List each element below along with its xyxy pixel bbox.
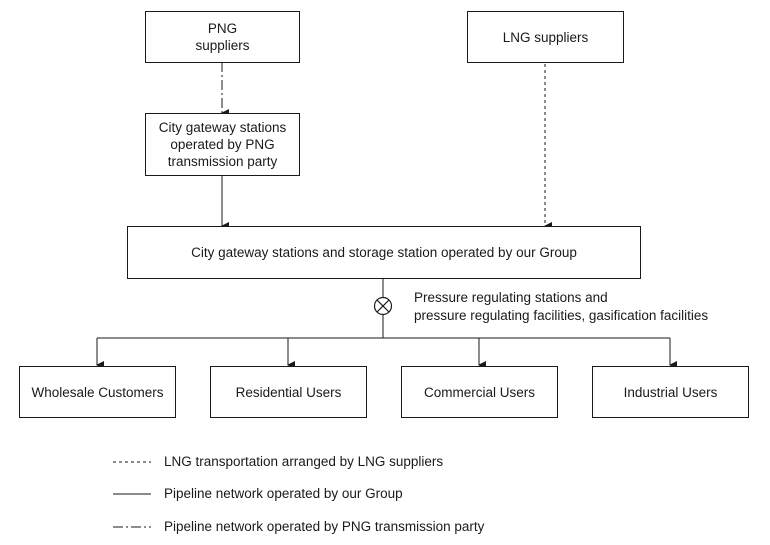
group-station-box: City gateway stations and storage statio… (127, 226, 641, 279)
group-station-label: City gateway stations and storage statio… (191, 245, 577, 260)
lng-suppliers-box: LNG suppliers (467, 11, 624, 63)
city-gateway-png-label: City gateway stations operated by PNG tr… (158, 120, 287, 169)
legend-lng-transport: LNG transportation arranged by LNG suppl… (164, 454, 444, 469)
industrial-users-label: Industrial Users (623, 384, 718, 400)
commercial-users-label: Commercial Users (423, 384, 535, 400)
city-gateway-png-box: City gateway stations operated by PNG tr… (145, 113, 300, 176)
commercial-users-box: Commercial Users (401, 366, 558, 418)
industrial-users-box: Industrial Users (592, 366, 749, 418)
wholesale-customers-label: Wholesale Customers (31, 384, 164, 400)
valve-icon (373, 296, 393, 316)
legend-png-pipeline: Pipeline network operated by PNG transmi… (164, 519, 485, 534)
residential-users-box: Residential Users (210, 366, 367, 418)
png-suppliers-label: PNG suppliers (195, 21, 250, 53)
legend-group-pipeline: Pipeline network operated by our Group (164, 486, 403, 501)
wholesale-customers-box: Wholesale Customers (19, 366, 176, 418)
png-suppliers-box: PNG suppliers (145, 11, 300, 63)
residential-users-label: Residential Users (235, 384, 342, 400)
lng-suppliers-label: LNG suppliers (502, 29, 589, 45)
pressure-regulating-note: Pressure regulating stations and pressur… (414, 290, 709, 323)
